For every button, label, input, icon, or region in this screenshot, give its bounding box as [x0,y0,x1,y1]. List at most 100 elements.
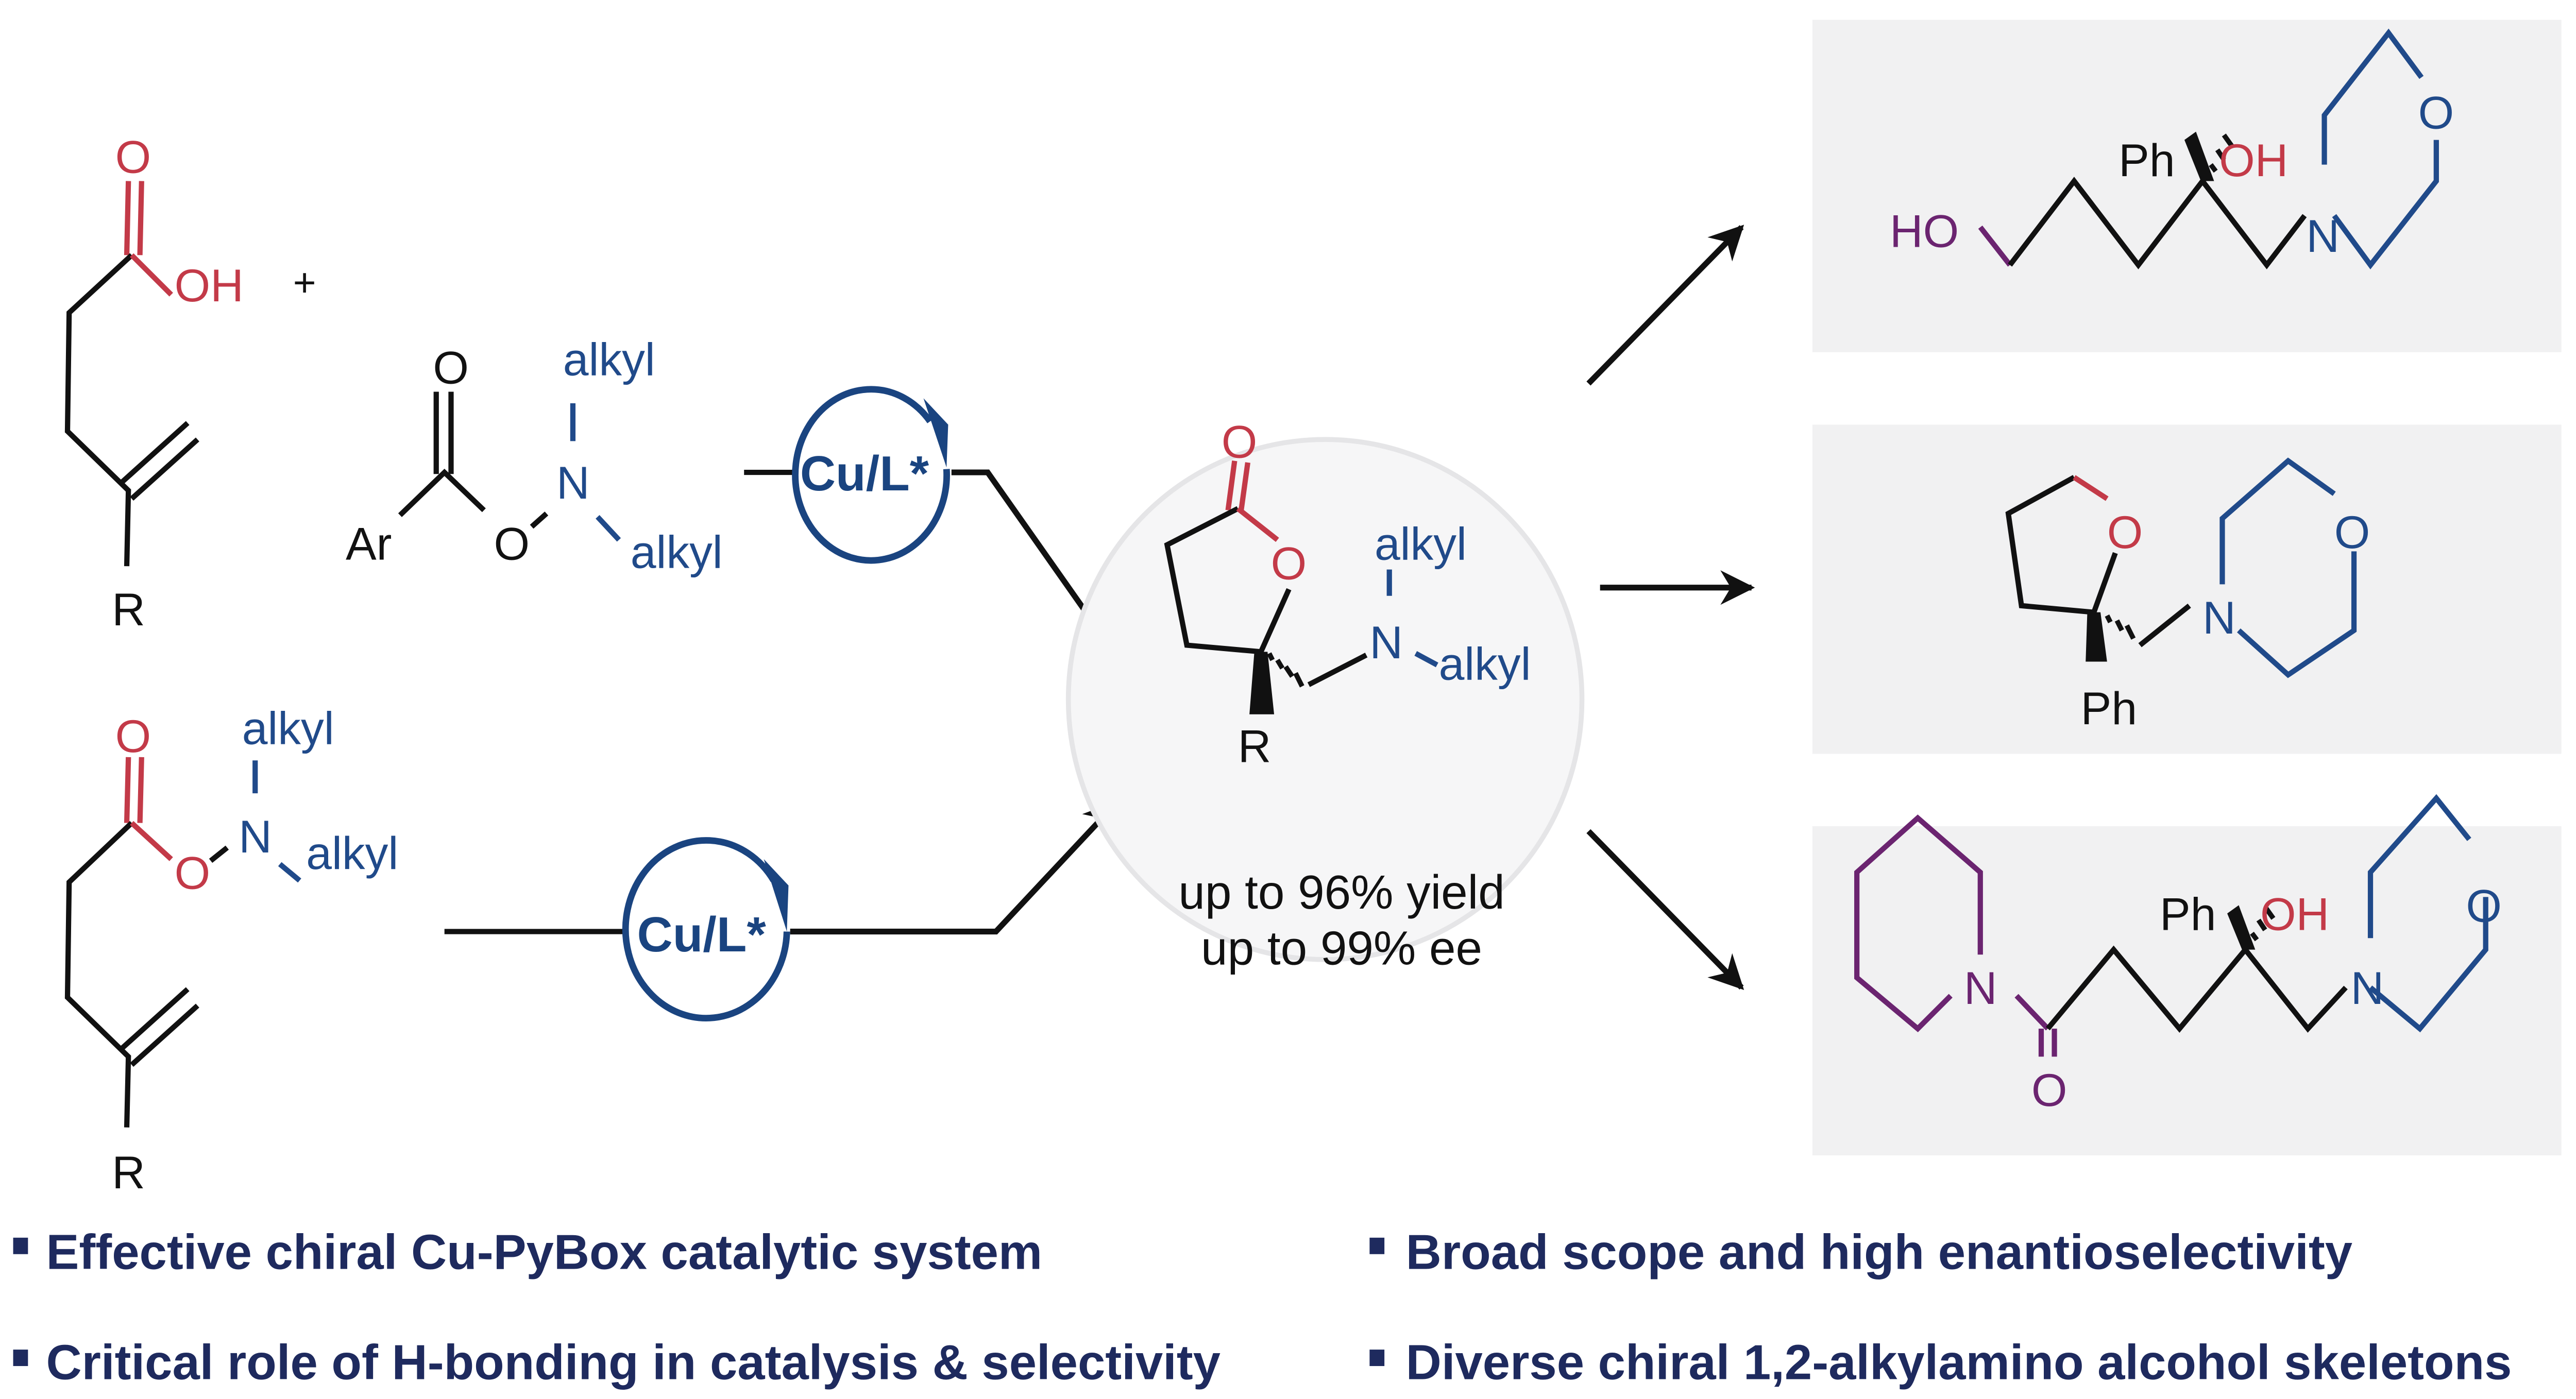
cycle-arrow-icon [622,837,790,1021]
hash-bond [2209,133,2234,173]
carbonyl-oxygen: O [115,131,151,183]
chain-bond [2045,945,2348,1033]
bond [2138,603,2191,647]
morpholine-bond [2321,28,2424,165]
catalyst-cycle-top: Cu/L* [744,386,1118,658]
chain-bond [64,821,134,1128]
bond [596,515,621,542]
ester-oxygen: O [175,847,211,898]
bond [398,468,486,517]
highlight-circle [1065,437,1585,962]
arrow-to-product-1 [1586,225,1744,386]
morpholine-oxygen: O [2418,87,2454,138]
bond [137,757,144,823]
hydroxyl-label: OH [175,260,244,311]
morpholine-oxygen: O [2466,880,2502,931]
phenyl-label: Ph [2160,888,2216,940]
alkyl-label: alkyl [306,827,398,879]
highlight-item: Effective chiral Cu-PyBox catalytic syst… [46,1225,1042,1280]
product-box-diol: HO Ph OH N O [1812,20,2562,352]
bond [130,437,199,501]
central-lactone-product: O O N alkyl alkyl R up to 96% yield up t… [1065,416,1585,975]
bond [1239,462,1250,511]
nitrogen-label: N [1369,617,1403,668]
product-box-thf: O Ph N O [1812,424,2562,754]
wedge-bond [2184,131,2214,181]
carbonyl-oxygen: O [433,342,469,394]
morpholine-bond [2219,457,2336,585]
catalyst-cycle-bottom: Cu/L* [444,800,1118,1021]
morpholine-oxygen: O [2334,506,2370,558]
chain-bond [2008,177,2307,269]
arrowhead-icon [764,859,789,932]
bond [2014,994,2050,1031]
nitrogen-label: N [556,457,590,508]
wedge-bond [1249,652,1275,714]
bond [1258,588,1292,653]
hash-bond [1267,652,1304,688]
bullet-icon [1369,1350,1385,1367]
highlight-item: Diverse chiral 1,2-alkylamino alcohol sk… [1406,1335,2512,1390]
morpholine-bond [2332,140,2439,269]
nitrogen-label: N [2202,592,2236,643]
product-box [1812,424,2562,754]
bond [1236,506,1279,542]
yield-text: up to 96% yield [1178,865,1504,919]
bullet-icon [13,1350,28,1367]
bond [278,862,301,883]
ee-text: up to 99% ee [1201,921,1482,975]
phenyl-label: Ph [2119,134,2175,186]
bond [130,821,173,861]
oxime-ester-substrate: O O N alkyl alkyl R [64,702,398,1198]
alkyl-label: alkyl [631,526,723,577]
reaction-arrow [951,469,1118,658]
hydroxyl-label: OH [2260,888,2329,940]
ester-oxygen: O [494,518,530,569]
hash-bond [2105,614,2136,640]
alkyl-label: alkyl [242,702,334,754]
bond [1225,460,1238,511]
bullet-icon [13,1237,28,1254]
alkyl-label: alkyl [1375,518,1467,569]
bond [124,181,131,255]
nitrogen-label: N [2306,210,2340,262]
piperidine-bond [1854,814,1983,1032]
r-group: R [112,1147,145,1198]
reaction-arrow [790,800,1118,935]
morpholine-bond [2236,551,2357,678]
wedge-bond [2227,905,2256,950]
bond [2091,552,2118,613]
piperidine-nitrogen: N [1964,962,1997,1014]
bond [120,421,190,485]
nitrogen-label: N [2351,962,2384,1014]
carbonyl-oxygen: O [115,710,151,762]
carbonyl-oxygen: O [1222,416,1258,467]
hydroxyl-label: HO [1890,205,1959,257]
plus-sign: + [293,261,316,305]
highlight-item: Critical role of H-bonding in catalysis … [46,1335,1221,1390]
carbonyl-oxygen: O [2031,1064,2067,1116]
ring-oxygen: O [1271,538,1307,589]
ring-oxygen: O [2107,506,2143,558]
bond [530,511,549,529]
alkyl-label: alkyl [1439,638,1531,690]
bond [124,757,131,823]
bond [120,987,190,1051]
bond [1978,225,2012,267]
r-group: R [112,584,145,635]
arrow-to-product-3 [1586,829,1744,990]
morpholine-bond [2368,897,2488,1033]
product-box [1812,826,2562,1156]
bullet-icon [1369,1237,1385,1254]
morpholine-bond [2367,794,2471,939]
bond [129,253,173,297]
wedge-bond [2086,612,2107,662]
bond [1307,653,1368,687]
bond [1414,651,1438,668]
ring-bond [2005,475,2094,615]
arrowhead-icon [923,398,948,468]
aryl-label: Ar [346,518,392,569]
hydroxyl-label: OH [2219,134,2288,186]
r-group: R [1238,720,1272,772]
